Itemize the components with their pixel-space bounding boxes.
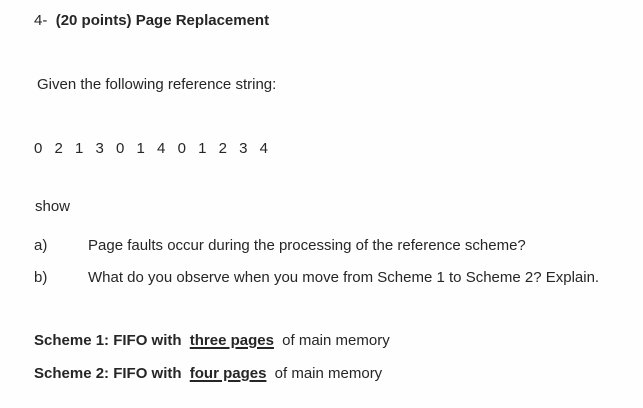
question-a-text: Page faults occur during the processing … xyxy=(88,237,526,254)
question-b-text: What do you observe when you move from S… xyxy=(88,269,600,286)
question-item-b: b) What do you observe when you move fro… xyxy=(34,269,599,286)
scheme-2-line: Scheme 2: FIFO with four pages of main m… xyxy=(34,365,382,382)
scheme-1-suffix: of main memory xyxy=(282,332,390,349)
question-item-a: a) Page faults occur during the processi… xyxy=(34,237,526,254)
section-heading-title: (20 points) Page Replacement xyxy=(55,12,270,29)
scheme-1-prefix: Scheme 1: FIFO with xyxy=(34,332,182,349)
scheme-1-underlined-phrase: three pages xyxy=(189,332,274,349)
intro-text: Given the following reference string: xyxy=(37,76,277,93)
scheme-2-suffix: of main memory xyxy=(274,365,383,382)
scheme-1-line: Scheme 1: FIFO with three pages of main … xyxy=(34,332,390,349)
scheme-2-prefix: Scheme 2: FIFO with xyxy=(34,365,182,382)
section-heading: 4- (20 points) Page Replacement xyxy=(34,12,269,29)
question-a-label: a) xyxy=(34,237,48,254)
question-b-label: b) xyxy=(34,269,48,286)
reference-string: 0 2 1 3 0 1 4 0 1 2 3 4 xyxy=(34,140,269,157)
show-label: show xyxy=(35,198,71,215)
scheme-2-underlined-phrase: four pages xyxy=(189,365,267,382)
question-number: 4- xyxy=(34,12,48,29)
